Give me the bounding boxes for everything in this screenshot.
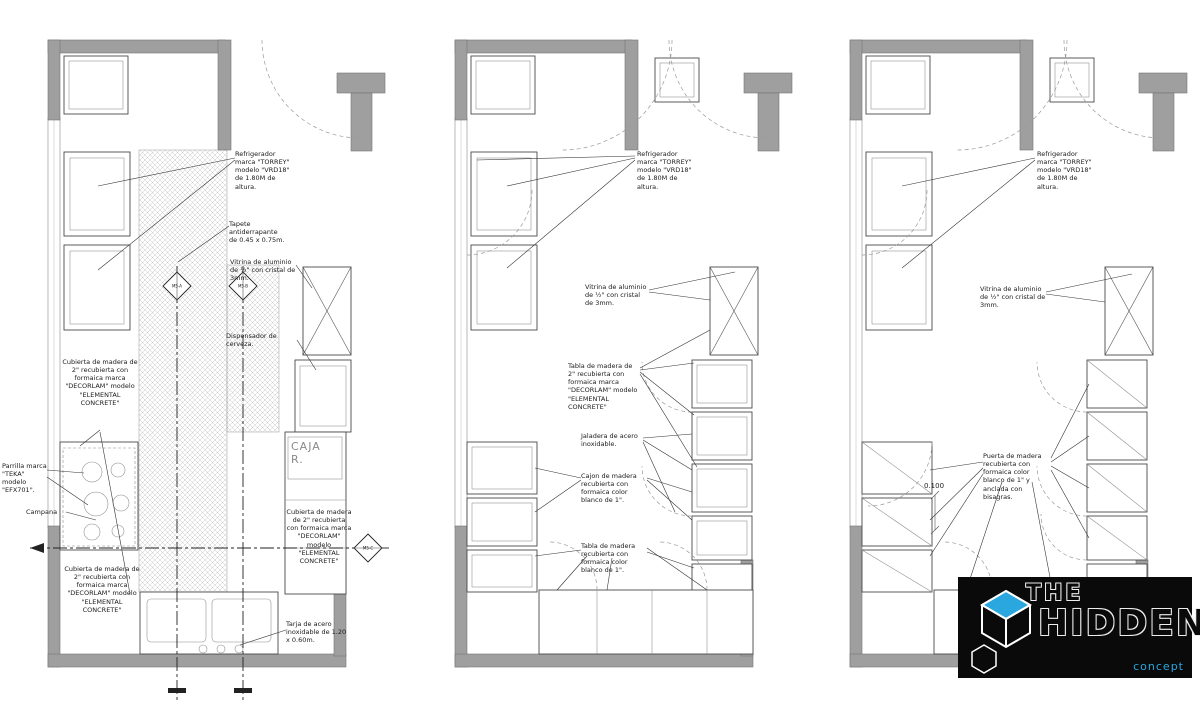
annotation-mat: Tapete antiderrapante de 0.45 x 0.75m. [229, 220, 285, 245]
refrigerator-2 [470, 244, 538, 331]
annotation-countertop: Tabla de madera de 2" recubierta con for… [568, 362, 638, 411]
section-marker-c: M5-C [362, 545, 374, 551]
sink-counter [139, 591, 279, 655]
upper-cabinet [470, 55, 700, 115]
cooktop [59, 441, 139, 551]
logo-the-hidden-concept: THE HIDDEN concept [958, 577, 1200, 678]
glass-cabinet [1104, 266, 1154, 356]
logo-text-hidden: HIDDEN [1038, 603, 1200, 644]
upper-cabinet [63, 55, 129, 115]
left-base-cabinets [466, 441, 538, 593]
glass-cabinet [302, 266, 352, 356]
annotation-hood: Campana [26, 508, 58, 516]
floor-plan-panel-1: Refrigerador marca "TORREY" modelo "VRD1… [0, 0, 400, 724]
plan-drawing-2 [454, 39, 793, 668]
door-swing-arc [261, 39, 361, 139]
section-marker-b: M5-B [237, 283, 249, 289]
annotation-glass-cabinet: Vitrina de aluminio de ½" con cristal de… [980, 285, 1046, 310]
beer-dispenser [294, 359, 352, 433]
plan-drawing-1 [30, 39, 390, 702]
range-hood-outline [62, 447, 136, 547]
refrigerator-1 [865, 151, 933, 237]
hexagon-cube-icon [971, 589, 1032, 674]
annotation-door: Puerta de madera recubierta con formaica… [983, 452, 1042, 501]
annotation-countertop-right: Cubierta de madera de 2" recubierta con … [286, 508, 352, 565]
floor-hatch [138, 149, 280, 593]
sink-basin-right [211, 598, 272, 643]
right-door-cabinets [1086, 359, 1148, 593]
door-swing-arcs [466, 39, 768, 591]
register-label: CAJA R. [291, 440, 321, 467]
floor-plan-panel-2: Refrigerador marca "TORREY" modelo "VRD1… [407, 0, 807, 724]
annotation-glass-cabinet: Vitrina de aluminio de ½" con cristal de… [230, 258, 296, 283]
annotation-refrigerator: Refrigerador marca "TORREY" modelo "VRD1… [1037, 150, 1092, 191]
logo-text-the: THE [1026, 581, 1084, 606]
right-base-cabinets [691, 359, 753, 593]
section-marker-a: M5-A [171, 283, 183, 289]
leader-lines [476, 155, 736, 591]
glass-cabinet [709, 266, 759, 356]
sink-basin-left [146, 598, 207, 643]
annotation-handle: Jaladera de acero inoxidable. [581, 432, 638, 449]
refrigerator-1 [470, 151, 538, 237]
annotation-grill: Parrilla marca "TEKA" modelo "EFX701". [2, 462, 47, 495]
leader-lines [46, 157, 317, 646]
annotation-shelf: Tabla de madera recubierta con formaica … [581, 542, 636, 575]
refrigerator-1 [63, 151, 131, 237]
annotation-beer-dispenser: Dispensador de cerveza. [226, 332, 277, 349]
annotation-drawer: Cajon de madera recubierta con formaica … [581, 472, 637, 505]
left-base-cabinets [861, 441, 933, 593]
annotation-glass-cabinet: Vitrina de aluminio de ½" con cristal de… [585, 283, 647, 308]
annotation-sink: Tarja de acero inoxidable de 1.20 x 0.60… [286, 620, 347, 645]
register-counter [284, 431, 347, 595]
refrigerator-2 [63, 244, 131, 331]
leader-lines [901, 157, 1133, 589]
annotation-countertop-left: Cubierta de madera de 2" recubierta con … [62, 358, 138, 407]
annotation-refrigerator: Refrigerador marca "TORREY" modelo "VRD1… [637, 150, 692, 191]
annotation-countertop-lower: Cubierta de madera de 2" recubierta con … [64, 565, 140, 614]
bottom-counter [538, 589, 754, 655]
logo-text-concept: concept [1133, 660, 1184, 673]
dimension-top: 0.100 [924, 482, 945, 490]
annotation-refrigerator: Refrigerador marca "TORREY" modelo "VRD1… [235, 150, 290, 191]
refrigerator-2 [865, 244, 933, 331]
section-centerlines [30, 266, 390, 702]
upper-cabinet [865, 55, 1095, 115]
